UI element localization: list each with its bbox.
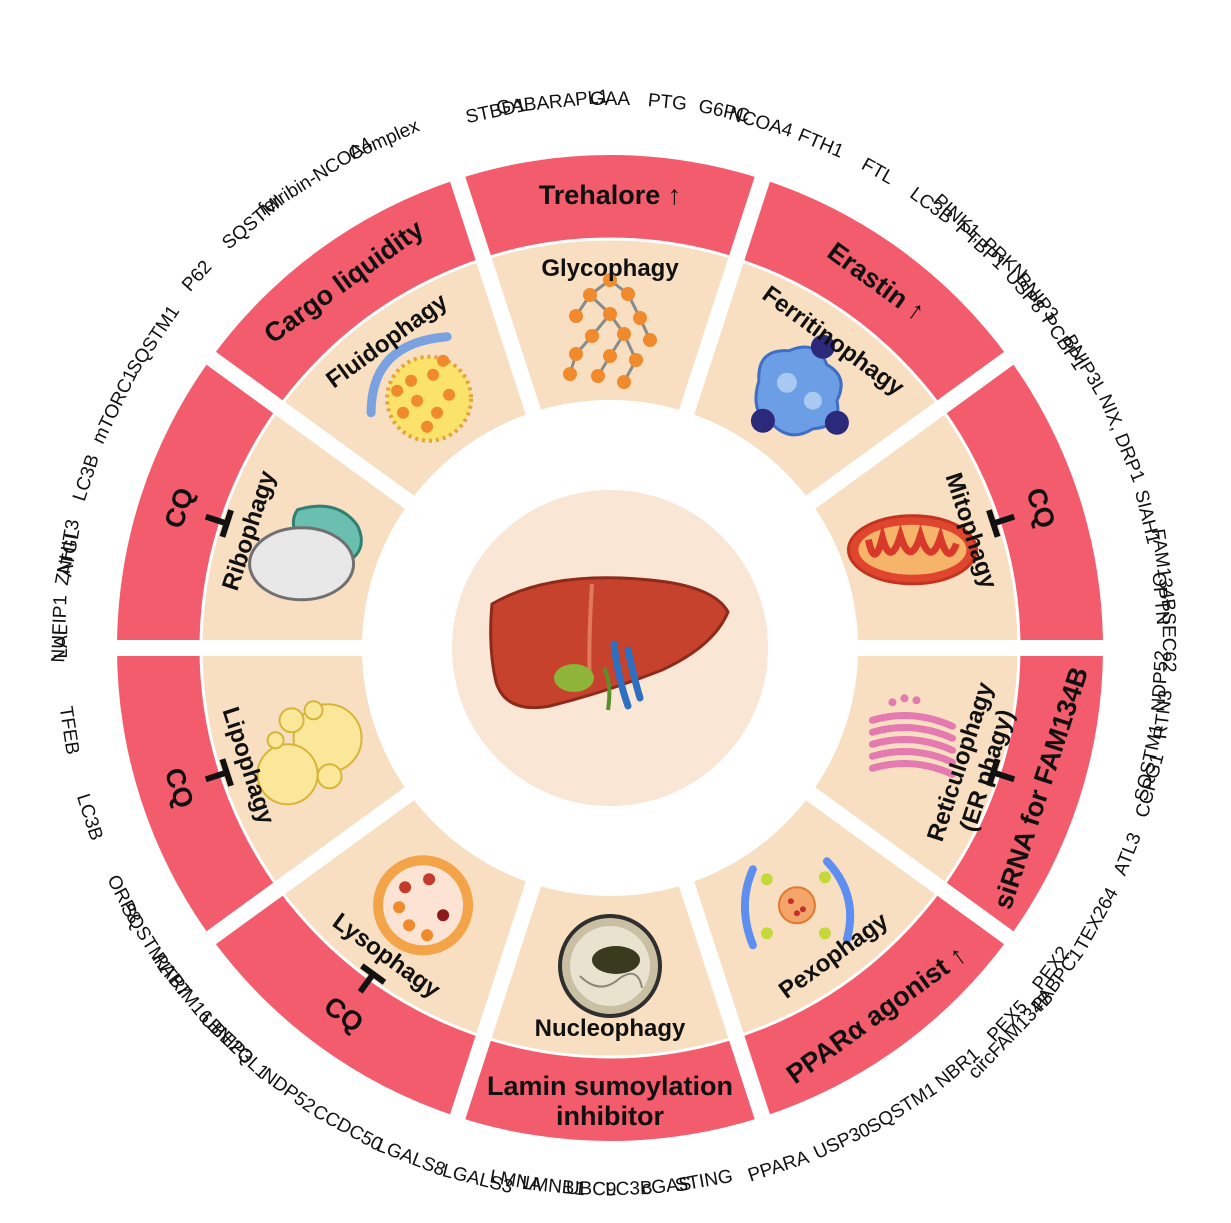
gene-label: PINK1, PRKN	[929, 190, 1031, 285]
gene-label: SQSTM1	[123, 302, 184, 379]
gene-label: PTG	[647, 90, 688, 115]
glycophagy-regulator-label: Trehalore ↑	[539, 180, 682, 210]
gene-label: SQSTM1	[864, 1079, 941, 1139]
gene-label: ATL3	[1110, 830, 1146, 879]
nucleus-icon	[560, 916, 660, 1016]
gene-label: NCOA4	[726, 104, 795, 142]
gene-label: LC3B	[72, 791, 107, 843]
gene-label: TFEB	[55, 705, 83, 756]
gene-label: P62	[178, 257, 216, 296]
gene-label: ORP8	[102, 872, 144, 928]
gene-label: SEC62	[1158, 612, 1180, 672]
gene-label: BNIP3	[203, 1015, 257, 1068]
gene-label: USP30	[811, 1119, 874, 1164]
gene-label: mTORC1	[88, 366, 142, 447]
gene-label: CCDC50	[309, 1101, 386, 1156]
glycophagy-name-group: Glycophagy	[541, 255, 679, 282]
gene-label: NUFIP1	[48, 595, 71, 663]
gene-label: LGALS3	[440, 1160, 515, 1198]
nucleophagy-regulator-label-2: inhibitor	[556, 1101, 664, 1131]
gene-label: PPARA	[745, 1147, 812, 1187]
nucleophagy-name-label: Nucleophagy	[535, 1015, 686, 1042]
gene-label: RTN3	[1150, 689, 1177, 740]
glycophagy-name-label: Glycophagy	[541, 255, 679, 282]
nucleophagy-regulator-label: Lamin sumoylation	[487, 1071, 733, 1101]
gene-label: FTH1	[795, 125, 847, 163]
gene-label: LC3B	[69, 452, 104, 504]
gene-label: LGALS8	[374, 1135, 449, 1181]
gene-label: FTL	[858, 154, 898, 189]
center-disc	[362, 400, 858, 896]
gene-label: NIX, DRP1	[1094, 392, 1149, 486]
gene-label: Complex	[346, 116, 423, 166]
nucleophagy-name-group: Nucleophagy	[535, 1015, 686, 1042]
gene-label: GAA	[590, 89, 630, 110]
gene-label: RAB7	[148, 949, 194, 1001]
glycophagy-regulator-group: Trehalore ↑	[539, 180, 682, 210]
gene-label: TEX264	[1071, 884, 1123, 955]
